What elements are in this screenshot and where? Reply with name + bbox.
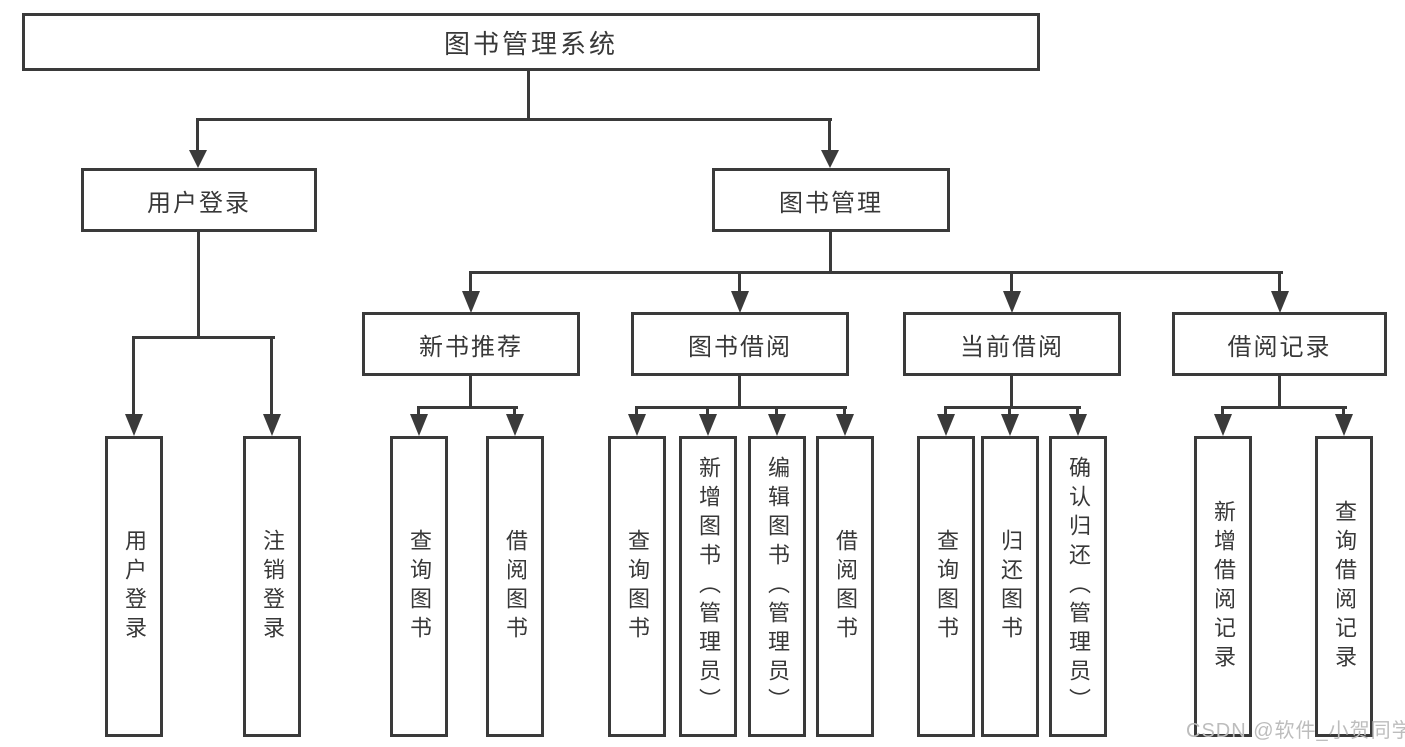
leaf-borrow-books-2: 借阅图书 (816, 436, 874, 737)
leaf-query-borrow-record: 查询借阅记录 (1315, 436, 1373, 737)
node-current-borrow-label: 当前借阅 (960, 333, 1064, 361)
connector-line (828, 118, 831, 150)
leaf-edit-books-admin: 编辑图书（管理员） (748, 436, 806, 737)
node-root-label: 图书管理系统 (443, 28, 618, 59)
connector-line (469, 375, 472, 409)
connector-line (1076, 406, 1079, 415)
arrowhead-icon (731, 291, 749, 313)
leaf-borrow-books-2-label: 借阅图书 (833, 528, 858, 645)
connector-line (1010, 375, 1013, 409)
leaf-return-books-label: 归还图书 (998, 528, 1023, 645)
leaf-query-borrow-record-label: 查询借阅记录 (1332, 499, 1357, 674)
arrowhead-icon (462, 291, 480, 313)
connector-line (417, 406, 420, 415)
node-book-management-label: 图书管理 (779, 189, 883, 217)
connector-line (1278, 271, 1281, 292)
connector-line (513, 406, 516, 415)
node-user-login: 用户登录 (81, 168, 317, 232)
connector-line (1008, 406, 1011, 415)
connector-line (706, 406, 709, 415)
leaf-logout: 注销登录 (243, 436, 301, 737)
connector-line (469, 271, 1283, 274)
connector-line (197, 232, 200, 339)
connector-line (1221, 406, 1224, 415)
node-root: 图书管理系统 (22, 13, 1040, 71)
arrowhead-icon (1335, 414, 1353, 436)
leaf-query-books-2: 查询图书 (608, 436, 666, 737)
arrowhead-icon (1069, 414, 1087, 436)
connector-line (1010, 271, 1013, 292)
connector-line (1342, 406, 1345, 415)
arrowhead-icon (1214, 414, 1232, 436)
leaf-user-login-label: 用户登录 (122, 528, 147, 645)
connector-line (738, 375, 741, 409)
connector-line (635, 406, 847, 409)
connector-line (944, 406, 1081, 409)
arrowhead-icon (1001, 414, 1019, 436)
leaf-confirm-return-admin: 确认归还（管理员） (1049, 436, 1107, 737)
node-new-book-recommend-label: 新书推荐 (419, 333, 523, 361)
connector-line (417, 406, 518, 409)
arrowhead-icon (628, 414, 646, 436)
connector-line (270, 336, 273, 414)
connector-line (829, 232, 832, 274)
leaf-query-books-3: 查询图书 (917, 436, 975, 737)
connector-line (944, 406, 947, 415)
arrowhead-icon (821, 150, 839, 168)
leaf-query-books-3-label: 查询图书 (934, 528, 959, 645)
node-book-management: 图书管理 (712, 168, 950, 232)
node-book-borrow: 图书借阅 (631, 312, 849, 376)
connector-line (775, 406, 778, 415)
arrowhead-icon (506, 414, 524, 436)
connector-line (196, 118, 199, 150)
leaf-add-borrow-record: 新增借阅记录 (1194, 436, 1252, 737)
node-borrow-record: 借阅记录 (1172, 312, 1387, 376)
leaf-logout-label: 注销登录 (260, 528, 285, 645)
leaf-borrow-books-1: 借阅图书 (486, 436, 544, 737)
arrowhead-icon (125, 414, 143, 436)
connector-line (1221, 406, 1347, 409)
connector-line (843, 406, 846, 415)
arrowhead-icon (836, 414, 854, 436)
arrowhead-icon (263, 414, 281, 436)
connector-line (635, 406, 638, 415)
arrowhead-icon (699, 414, 717, 436)
connector-line (527, 71, 530, 118)
node-user-login-label: 用户登录 (147, 189, 251, 217)
connector-line (132, 336, 275, 339)
node-book-borrow-label: 图书借阅 (688, 333, 792, 361)
node-borrow-record-label: 借阅记录 (1227, 333, 1332, 361)
leaf-query-books-1: 查询图书 (390, 436, 448, 737)
node-new-book-recommend: 新书推荐 (362, 312, 580, 376)
arrowhead-icon (937, 414, 955, 436)
leaf-add-books-admin: 新增图书（管理员） (679, 436, 737, 737)
leaf-query-books-1-label: 查询图书 (407, 528, 432, 645)
leaf-confirm-return-admin-label: 确认归还（管理员） (1066, 456, 1091, 717)
leaf-return-books: 归还图书 (981, 436, 1039, 737)
node-current-borrow: 当前借阅 (903, 312, 1121, 376)
connector-line (196, 118, 832, 121)
arrowhead-icon (1003, 291, 1021, 313)
connector-line (738, 271, 741, 292)
arrowhead-icon (1271, 291, 1289, 313)
arrowhead-icon (410, 414, 428, 436)
connector-line (1278, 375, 1281, 409)
leaf-add-books-admin-label: 新增图书（管理员） (696, 456, 721, 717)
leaf-user-login: 用户登录 (105, 436, 163, 737)
arrowhead-icon (768, 414, 786, 436)
leaf-edit-books-admin-label: 编辑图书（管理员） (765, 456, 790, 717)
leaf-query-books-2-label: 查询图书 (625, 528, 650, 645)
arrowhead-icon (189, 150, 207, 168)
connector-line (132, 336, 135, 414)
leaf-borrow-books-1-label: 借阅图书 (503, 528, 528, 645)
leaf-add-borrow-record-label: 新增借阅记录 (1211, 499, 1236, 674)
connector-line (469, 271, 472, 292)
